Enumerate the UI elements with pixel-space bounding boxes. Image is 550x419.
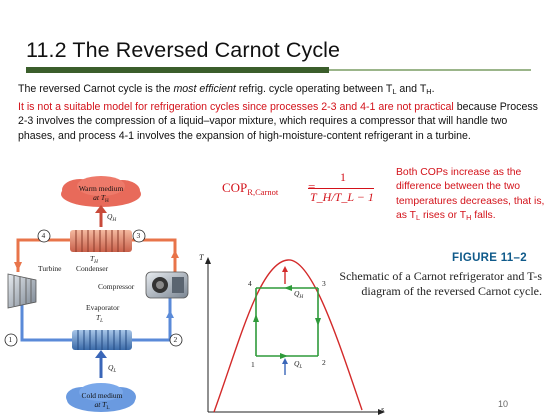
evaporator-coil	[72, 330, 132, 350]
state-2-marker	[169, 333, 183, 347]
title-underline-rule	[329, 69, 531, 71]
carnot-cycle	[255, 287, 319, 357]
title-underline-bar	[26, 67, 329, 73]
ts-state-4: 4	[248, 279, 252, 288]
state-3-label: 3	[136, 231, 141, 240]
page-title: 11.2 The Reversed Carnot Cycle	[26, 38, 341, 62]
state-1-label: 1	[8, 335, 13, 344]
ts-ql-label: QL	[294, 359, 303, 370]
body-paragraph: The reversed Carnot cycle is the most ef…	[18, 82, 538, 143]
explanation: It is not a suitable model for refrigera…	[18, 100, 538, 142]
ts-x-axis-label: s	[381, 405, 385, 414]
evaporator-label: Evaporator	[86, 303, 120, 312]
compressor-label: Compressor	[98, 282, 135, 291]
turbine	[7, 273, 37, 309]
state-2-label: 2	[173, 335, 178, 344]
compressor	[145, 271, 189, 299]
ts-y-axis-label: T	[199, 253, 204, 262]
ts-qh-label: QH	[294, 289, 304, 300]
qh-label: QH	[107, 212, 117, 223]
page-number: 10	[498, 399, 509, 409]
ts-state-2: 2	[322, 358, 326, 367]
ql-label: QL	[108, 363, 117, 374]
fraction-bar	[308, 188, 374, 189]
evaporator-temp-label: TL	[96, 313, 104, 324]
condenser-label: Condenser	[76, 264, 109, 273]
ts-state-3: 3	[322, 279, 326, 288]
state-3-marker	[132, 229, 146, 243]
red-sentence: It is not a suitable model for refrigera…	[18, 100, 454, 113]
intro-sentence: The reversed Carnot cycle is the most ef…	[18, 83, 435, 96]
warm-medium-cloud	[61, 176, 141, 207]
condenser-coil	[70, 230, 132, 252]
ts-state-1: 1	[251, 360, 255, 369]
state-1-marker	[4, 333, 18, 347]
cop-note: Both COPs increase as the difference bet…	[396, 167, 545, 223]
state-4-marker	[37, 229, 51, 243]
cold-medium-cloud	[66, 383, 136, 412]
figure-caption: Schematic of a Carnot refrigerator and T…	[339, 269, 542, 298]
figure-number: FIGURE 11–2	[452, 252, 527, 264]
turbine-label: Turbine	[38, 264, 62, 273]
saturation-dome	[213, 259, 363, 413]
state-4-label: 4	[41, 231, 46, 240]
condenser-temp-label: TH	[90, 254, 98, 265]
